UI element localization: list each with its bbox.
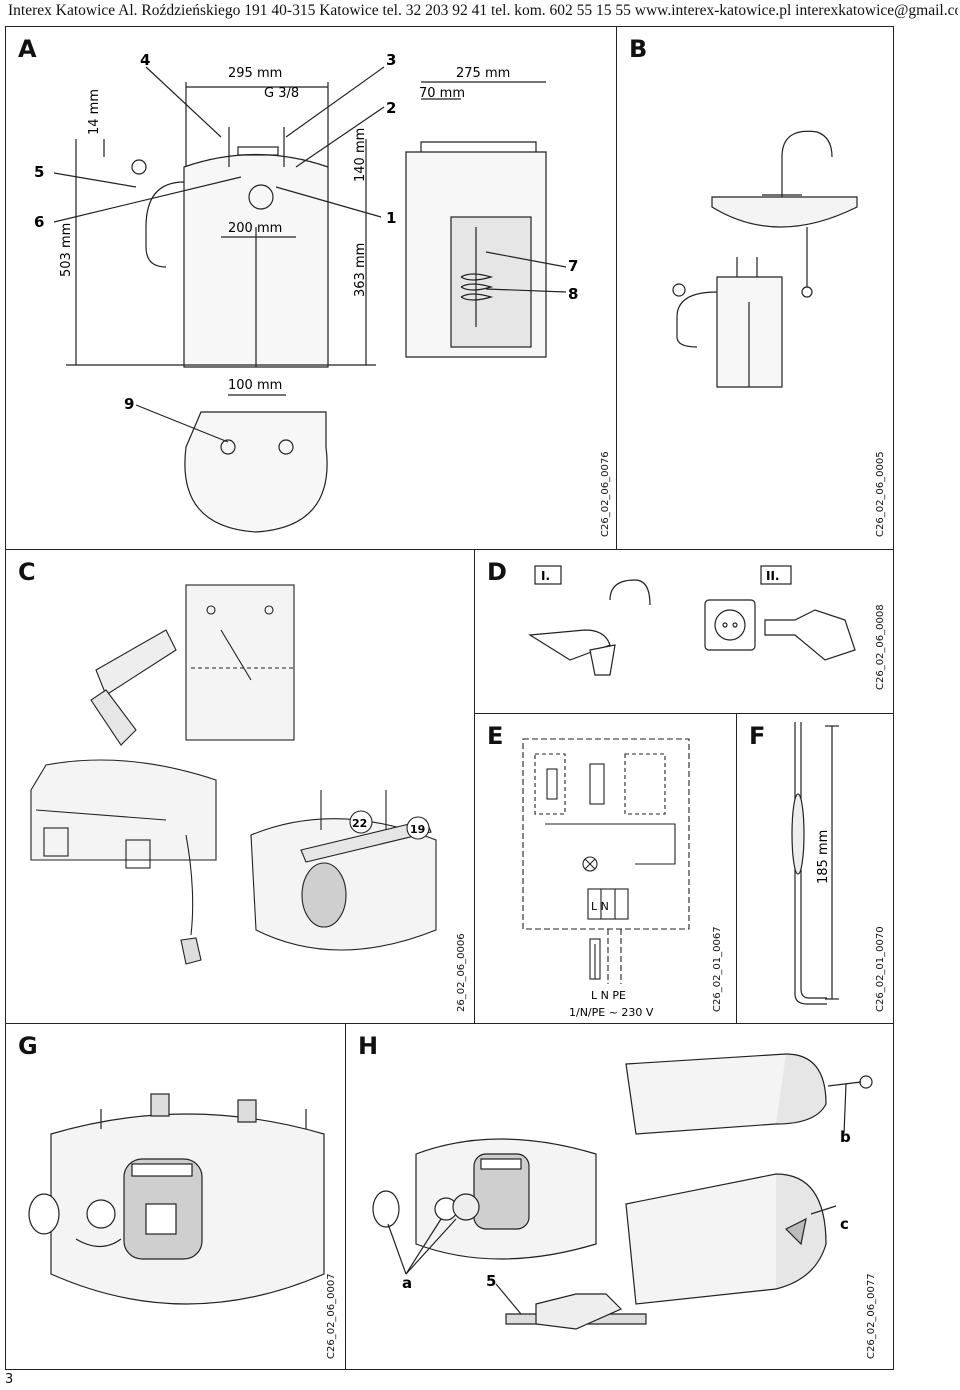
- dim-fit-height: 140 mm: [353, 128, 368, 182]
- callout-9: 9: [124, 395, 134, 413]
- terminal-labels: L N: [591, 900, 609, 913]
- panel-e: E L N L N PE 1/N/PE ~ 230 V C26_02_01_00…: [474, 713, 737, 1024]
- panel-letter: A: [18, 35, 37, 63]
- panel-letter: B: [629, 35, 648, 63]
- wiring-diagram: L N L N PE 1/N/PE ~ 230 V: [522, 738, 690, 1019]
- panel-letter: C: [18, 558, 36, 586]
- panel-letter: H: [358, 1032, 379, 1060]
- panel-g: G C26_02_06_0007: [5, 1023, 346, 1370]
- safety-steps-drawing: I. II.: [528, 565, 856, 676]
- panel-letter: E: [487, 722, 504, 750]
- panel-c: C 22 19 26_02_06_0006: [5, 549, 475, 1024]
- sensor-length: 185 mm: [816, 830, 831, 884]
- callout-c: c: [840, 1215, 849, 1233]
- callout-5: 5: [34, 163, 44, 181]
- step-2-label: II.: [766, 569, 780, 583]
- figure-code: C26_02_06_0076: [600, 451, 611, 537]
- wall-mounting-drawing: 22 19: [30, 584, 437, 965]
- panel-b: B C26_02_06_0005: [616, 26, 894, 550]
- figure-code: C26_02_01_0067: [712, 926, 723, 1012]
- dim-top-gap: 14 mm: [87, 89, 102, 135]
- wrench-label-19: 19: [410, 823, 425, 836]
- dim-width-top: 295 mm: [228, 66, 282, 81]
- dim-spacing: 200 mm: [228, 221, 282, 236]
- callout-b: b: [840, 1128, 851, 1146]
- sensor-drawing: 185 mm: [791, 722, 839, 1005]
- callout-7: 7: [568, 257, 578, 275]
- dim-offset: 70 mm: [419, 86, 465, 101]
- callout-3: 3: [386, 51, 396, 69]
- figure-code: C26_02_06_0005: [875, 451, 886, 537]
- figure-code: C26_02_06_0077: [866, 1273, 877, 1359]
- panel-h: H a 5 b c C2: [345, 1023, 894, 1370]
- dimension-drawing: 295 mm G 3/8 275 mm 70 mm 200 mm 100 mm …: [34, 51, 578, 533]
- panel-letter: F: [749, 722, 766, 750]
- dim-bottom-spacing: 100 mm: [228, 378, 282, 393]
- figure-code: C26_02_06_0008: [875, 604, 886, 690]
- dim-depth: 275 mm: [456, 66, 510, 81]
- callout-8: 8: [568, 285, 578, 303]
- panel-f: F 185 mm C26_02_01_0070: [736, 713, 894, 1024]
- callout-1: 1: [386, 209, 396, 227]
- temperature-knob-drawing: [28, 1093, 325, 1305]
- dim-body-height: 363 mm: [353, 243, 368, 297]
- wrench-label-22: 22: [352, 817, 367, 830]
- page-header: Interex Katowice Al. Roździeńskiego 191 …: [8, 2, 958, 19]
- supply-voltage: 1/N/PE ~ 230 V: [569, 1006, 654, 1019]
- panel-d: D I. II. C26_02_06_0008: [474, 549, 894, 714]
- callout-a: a: [402, 1274, 412, 1292]
- figure-code: C26_02_06_0007: [326, 1273, 337, 1359]
- supply-terminal-labels: L N PE: [591, 989, 626, 1002]
- dim-thread: G 3/8: [264, 86, 299, 101]
- callout-4: 4: [140, 51, 150, 69]
- callout-2: 2: [386, 99, 396, 117]
- dim-total-height: 503 mm: [59, 223, 74, 277]
- callout-6: 6: [34, 213, 44, 231]
- control-removal-drawing: a 5 b c: [372, 1053, 873, 1330]
- sink-installation-drawing: [672, 130, 858, 388]
- step-1-label: I.: [541, 569, 550, 583]
- figure-code: C26_02_01_0070: [875, 926, 886, 1012]
- panel-letter: D: [487, 558, 507, 586]
- panel-a: A: [5, 26, 617, 550]
- panel-letter: G: [18, 1032, 38, 1060]
- page-number: 3: [5, 1372, 14, 1387]
- callout-5: 5: [486, 1272, 496, 1290]
- figure-code: 26_02_06_0006: [456, 933, 467, 1012]
